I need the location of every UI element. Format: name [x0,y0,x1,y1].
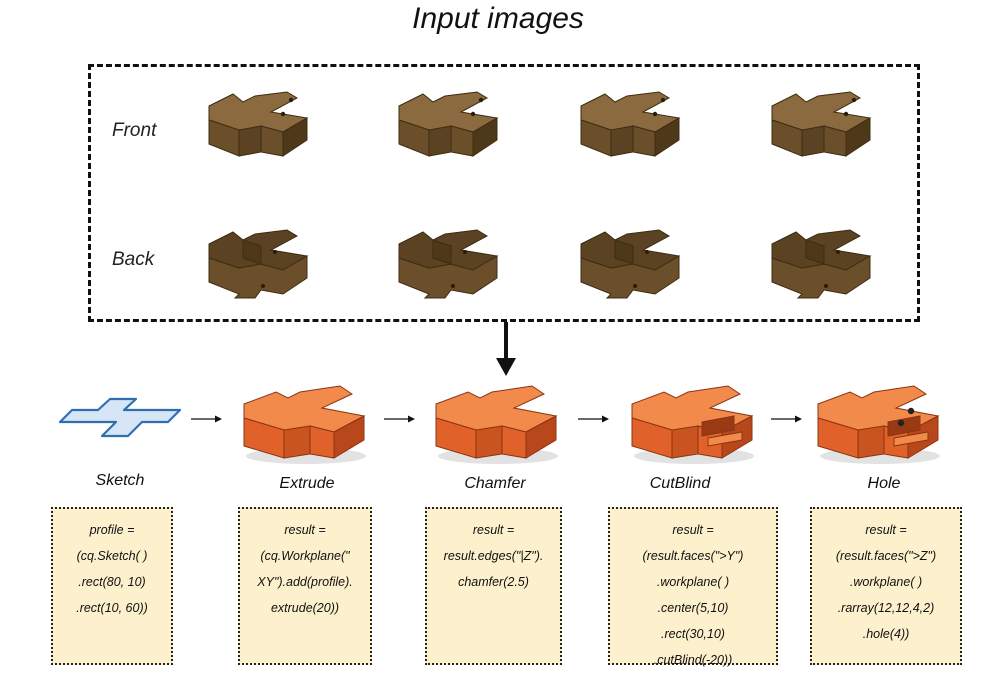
back-view-1 [208,229,308,299]
arrow-right-icon [771,415,802,423]
arrow-right-icon [384,415,415,423]
code-box-chamfer: result = result.edges("|Z"). chamfer(2.5… [425,507,562,665]
front-view-1 [208,91,308,157]
step-label-extrude: Extrude [279,475,335,492]
chamfer-part [435,385,559,465]
extrude-part [243,385,367,465]
step-label-sketch: Sketch [95,472,145,489]
cutblind-part [631,385,755,465]
front-view-2 [398,91,498,157]
code-line: .rect(10, 60)) [76,601,148,615]
code-line: chamfer(2.5) [458,575,529,589]
code-line: .rect(80, 10) [78,575,146,589]
code-line: result = [284,523,326,537]
code-box-cutblind: result = (result.faces(">Y") .workplane(… [608,507,778,667]
code-line: XY").add(profile). [257,575,353,589]
back-view-4 [771,229,871,299]
code-box-hole: result = (result.faces(">Z") .workplane(… [810,507,962,665]
front-row-label: Front [112,120,157,141]
step-label-chamfer: Chamfer [464,475,526,492]
back-view-3 [580,229,680,299]
hole-part [817,385,941,465]
back-view-2 [398,229,498,299]
code-box-extrude: result = (cq.Workplane(" XY").add(profil… [238,507,372,665]
code-line: (cq.Workplane(" [260,549,350,563]
input-images-box [88,64,920,322]
page-title: Input images [412,2,584,35]
code-line: result = [672,523,714,537]
code-line: result.edges("|Z"). [443,549,544,563]
back-row-label: Back [112,249,155,270]
step-label-cutblind: CutBlind [649,475,711,492]
code-line: (result.faces(">Z") [835,549,937,563]
code-line: (cq.Sketch( ) [76,549,148,563]
code-line: extrude(20)) [270,601,340,615]
code-line: .rarray(12,12,4,2) [837,601,935,615]
arrow-right-icon [191,415,222,423]
code-line: .hole(4)) [862,627,910,641]
code-line: .cutBlind(-20)) [653,653,733,667]
code-line: (result.faces(">Y") [642,549,744,563]
arrow-right-icon [578,415,609,423]
code-line: .workplane( ) [656,575,730,589]
sketch-profile [58,397,182,438]
code-line: result = [865,523,907,537]
step-label-hole: Hole [867,475,901,492]
down-arrow-icon [496,322,516,376]
code-line: .workplane( ) [849,575,923,589]
front-view-4 [771,91,871,157]
code-line: .rect(30,10) [661,627,725,641]
code-box-sketch: profile = (cq.Sketch( ) .rect(80, 10) .r… [51,507,173,665]
code-line: result = [472,523,515,537]
front-view-3 [580,91,680,157]
code-line: .center(5,10) [657,601,729,615]
code-line: profile = [89,523,135,537]
